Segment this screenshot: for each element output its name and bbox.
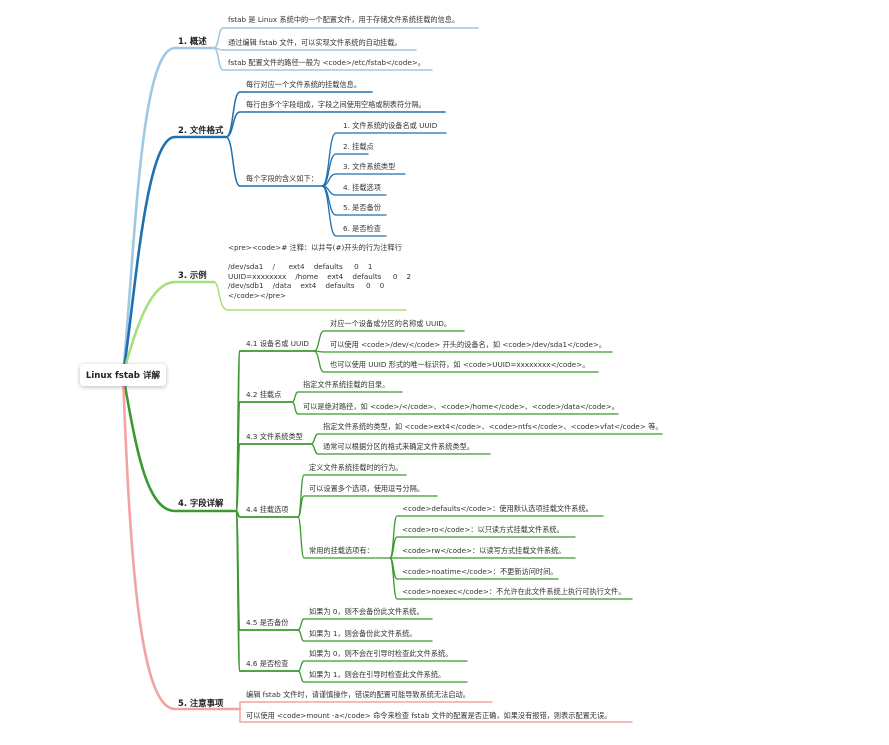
field-item: 如果为 1，则会备份此文件系统。 bbox=[309, 629, 417, 638]
notes-item: 可以使用 <code>mount -a</code> 命令来检查 fstab 文… bbox=[246, 711, 612, 720]
field-item: 如果为 0，则不会备份此文件系统。 bbox=[309, 607, 424, 616]
notes-branch bbox=[121, 373, 242, 711]
section-notes-title[interactable]: 5. 注意事项 bbox=[178, 698, 224, 708]
field-item: 通常可以根据分区的格式来确定文件系统类型。 bbox=[323, 442, 474, 451]
fields-connector bbox=[235, 443, 241, 512]
field-item: 可以是绝对路径，如 <code>/</code>、<code>/home</co… bbox=[303, 402, 619, 411]
format-field: 3. 文件系统类型 bbox=[343, 162, 396, 171]
field-item: 指定文件系统挂载的目录。 bbox=[303, 380, 390, 389]
format-field-connector bbox=[321, 132, 337, 187]
example-connector bbox=[213, 281, 407, 311]
fields-connector bbox=[235, 510, 241, 672]
root-node[interactable]: Linux fstab 详解 bbox=[80, 364, 166, 386]
field-item: 可以使用 <code>/dev/</code> 开头的设备名，如 <code>/… bbox=[330, 340, 607, 349]
field-item: 指定文件系统的类型，如 <code>ext4</code>、<code>ntfs… bbox=[323, 422, 663, 431]
format-field: 4. 挂载选项 bbox=[343, 183, 381, 192]
option-item: <code>ro</code>：以只读方式挂载文件系统。 bbox=[402, 525, 564, 534]
field-backup-label[interactable]: 4.5 是否备份 bbox=[246, 618, 289, 627]
field-fstype-label[interactable]: 4.3 文件系统类型 bbox=[246, 432, 303, 441]
f4-connector bbox=[297, 495, 305, 518]
example-code-line: UUID=xxxxxxxx /home ext4 defaults 0 2 bbox=[228, 271, 412, 281]
section-fields-title[interactable]: 4. 字段详解 bbox=[178, 498, 224, 508]
f3-connector bbox=[310, 443, 319, 455]
overview-item: fstab 配置文件的路径一般为 <code>/etc/fstab</code>… bbox=[228, 58, 425, 67]
root-label: Linux fstab 详解 bbox=[85, 371, 161, 381]
f6-connector bbox=[297, 670, 305, 683]
option-item: <code>defaults</code>：使用默认选项挂载文件系统。 bbox=[402, 504, 593, 513]
f2-connector bbox=[291, 401, 299, 415]
overview-item: fstab 是 Linux 系统中的一个配置文件，用于存储文件系统挂载的信息。 bbox=[228, 15, 460, 24]
example-code-line: /dev/sdb1 /data ext4 defaults 0 0 bbox=[228, 281, 385, 291]
overview-branch bbox=[121, 46, 216, 377]
field-item: 定义文件系统挂载时的行为。 bbox=[309, 463, 403, 472]
section-example-title[interactable]: 3. 示例 bbox=[178, 270, 207, 280]
format-item: 每行对应一个文件系统的挂载信息。 bbox=[246, 80, 362, 89]
field-item: 可以设置多个选项，使用逗号分隔。 bbox=[309, 484, 425, 493]
format-connector bbox=[225, 136, 241, 187]
field-device-label[interactable]: 4.1 设备名或 UUID bbox=[246, 339, 309, 348]
fields-branch bbox=[121, 373, 238, 513]
notes-item: 编辑 fstab 文件时，请谨慎操作，错误的配置可能导致系统无法启动。 bbox=[246, 690, 470, 699]
example-code-line: /dev/sda1 / ext4 defaults 0 1 bbox=[228, 262, 373, 271]
example-code-block: /dev/sda1 / ext4 defaults 0 1 UUID=xxxxx… bbox=[228, 262, 411, 301]
f1-connector bbox=[313, 330, 325, 352]
f4-connector bbox=[297, 516, 305, 559]
format-field: 6. 是否检查 bbox=[343, 224, 381, 233]
overview-item: 通过编辑 fstab 文件，可以实现文件系统的自动挂载。 bbox=[228, 38, 402, 47]
format-fields-label: 每个字段的含义如下： bbox=[246, 174, 318, 183]
format-branch bbox=[121, 135, 228, 377]
format-field: 2. 挂载点 bbox=[343, 142, 374, 151]
f4-option-connector bbox=[389, 557, 398, 600]
f5-connector bbox=[297, 629, 305, 642]
format-connector bbox=[225, 91, 241, 138]
option-item: <code>noatime</code>：不更新访问时间。 bbox=[402, 567, 558, 576]
field-item: 也可以使用 UUID 形式的唯一标识符，如 <code>UUID=xxxxxxx… bbox=[330, 360, 590, 369]
f3-connector bbox=[310, 433, 319, 445]
example-code-line: </code></pre> bbox=[228, 291, 287, 301]
field-item: 如果为 0，则不会在引导时检查此文件系统。 bbox=[309, 649, 453, 658]
overview-connector bbox=[213, 47, 224, 71]
f1-connector bbox=[313, 350, 325, 373]
field-check-label[interactable]: 4.6 是否检查 bbox=[246, 659, 289, 668]
overview-connector bbox=[213, 27, 224, 49]
format-field: 5. 是否备份 bbox=[343, 203, 381, 212]
option-item: <code>noexec</code>：不允许在此文件系统上执行可执行文件。 bbox=[402, 587, 626, 596]
example-code-line: <pre><code># 注释：以井号(#)开头的行为注释行 bbox=[228, 243, 402, 252]
option-item: <code>rw</code>：以读写方式挂载文件系统。 bbox=[402, 546, 566, 555]
f2-connector bbox=[291, 391, 299, 403]
field-item: 如果为 1，则会在引导时检查此文件系统。 bbox=[309, 670, 446, 679]
field-mountpoint-label[interactable]: 4.2 挂载点 bbox=[246, 390, 282, 399]
f5-connector bbox=[297, 618, 305, 631]
field-item: 对应一个设备或分区的名称或 UUID。 bbox=[330, 319, 452, 328]
format-item: 每行由多个字段组成，字段之间使用空格或制表符分隔。 bbox=[246, 100, 426, 109]
f6-connector bbox=[297, 660, 305, 672]
format-connector bbox=[225, 111, 241, 138]
example-branch bbox=[121, 280, 216, 377]
field-options-common-label: 常用的挂载选项有： bbox=[309, 546, 374, 555]
format-field: 1. 文件系统的设备名或 UUID bbox=[343, 121, 438, 130]
section-format-title[interactable]: 2. 文件格式 bbox=[178, 125, 224, 135]
section-overview-title[interactable]: 1. 概述 bbox=[178, 36, 207, 46]
format-field-connector bbox=[321, 185, 337, 237]
field-options-label[interactable]: 4.4 挂载选项 bbox=[246, 505, 289, 514]
